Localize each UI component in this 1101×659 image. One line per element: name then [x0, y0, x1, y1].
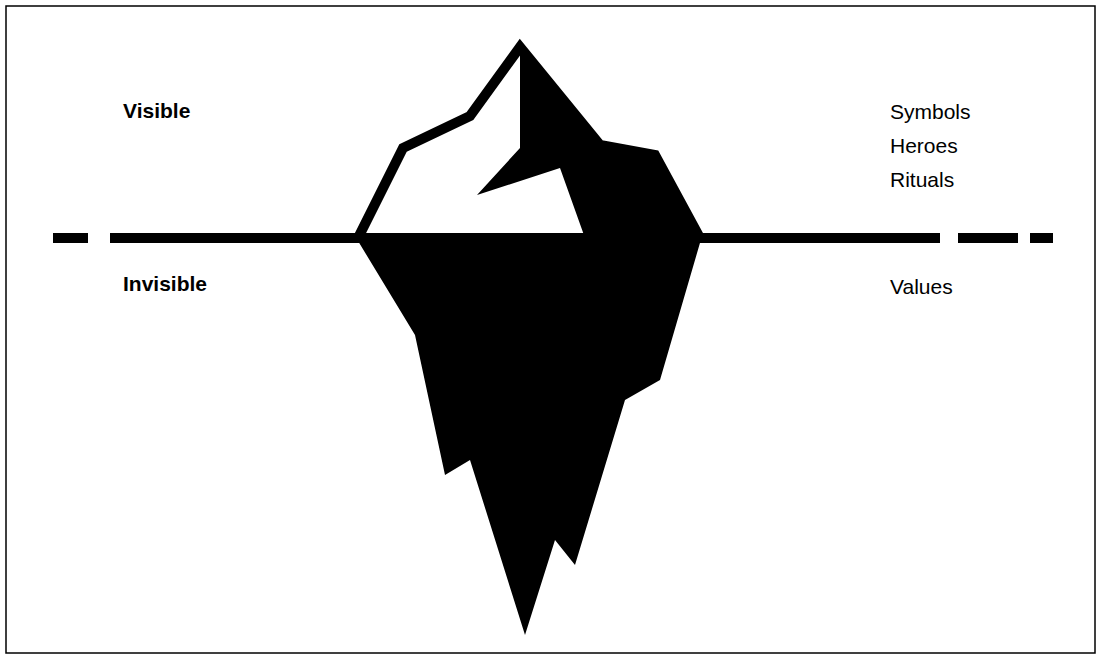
- frame-border: [6, 6, 1095, 653]
- culture-layer-label: Rituals: [890, 169, 954, 190]
- culture-layer-label: Symbols: [890, 101, 971, 122]
- level-label: Invisible: [123, 273, 207, 294]
- culture-layer-label: Values: [890, 276, 953, 297]
- iceberg-shadow: [477, 47, 700, 238]
- level-label: Visible: [123, 100, 190, 121]
- culture-layer-label: Heroes: [890, 135, 958, 156]
- iceberg-tip: [358, 47, 700, 238]
- iceberg-underwater: [355, 236, 702, 635]
